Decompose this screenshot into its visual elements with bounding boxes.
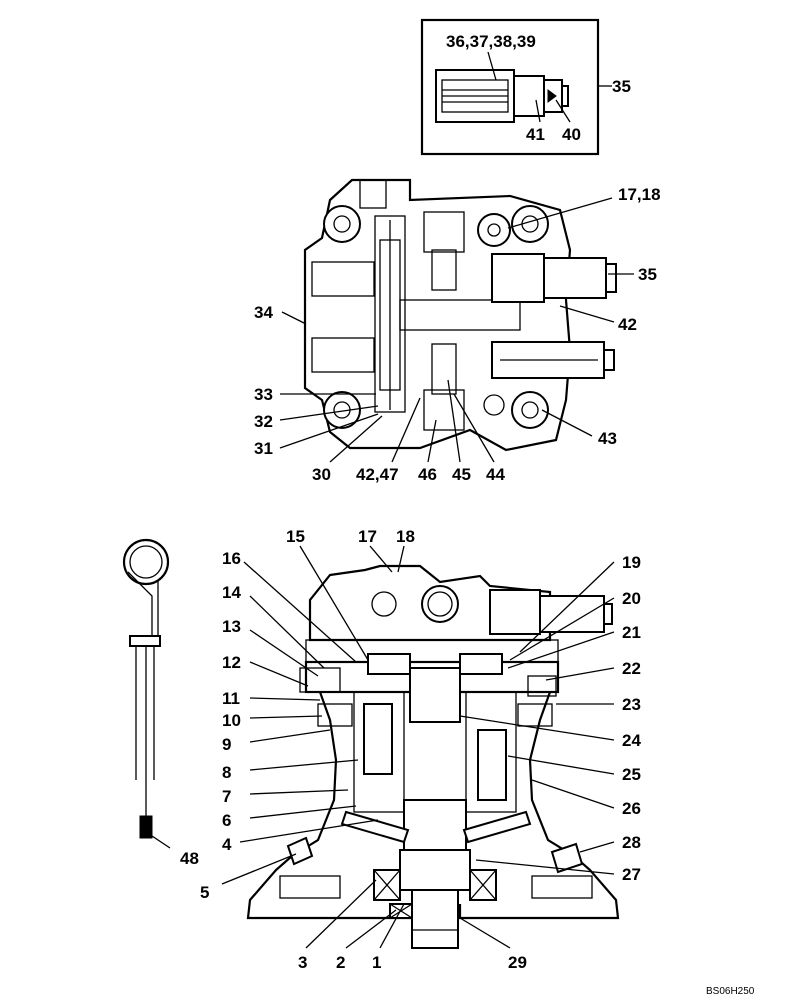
label-33: 33 [254, 385, 273, 404]
label-48: 48 [180, 849, 199, 868]
label-3: 3 [298, 953, 307, 972]
label-14: 14 [222, 583, 241, 602]
label-25: 25 [622, 765, 641, 784]
label-26: 26 [622, 799, 641, 818]
label-17-18: 17,18 [618, 185, 661, 204]
label-27: 27 [622, 865, 641, 884]
callout-labels: 36,37,38,39 35 41 40 17,18 35 42 34 33 3… [180, 32, 755, 997]
label-9: 9 [222, 735, 231, 754]
label-34: 34 [254, 303, 273, 322]
label-43: 43 [598, 429, 617, 448]
top-view-valve-block [303, 178, 617, 452]
label-40: 40 [562, 125, 581, 144]
label-24: 24 [622, 731, 641, 750]
label-13: 13 [222, 617, 241, 636]
label-42: 42 [618, 315, 637, 334]
dipstick [122, 538, 170, 839]
label-2: 2 [336, 953, 345, 972]
label-1: 1 [372, 953, 381, 972]
label-29: 29 [508, 953, 527, 972]
label-15: 15 [286, 527, 305, 546]
label-35-top: 35 [638, 265, 657, 284]
label-31: 31 [254, 439, 273, 458]
label-16: 16 [222, 549, 241, 568]
label-35-inset: 35 [612, 77, 631, 96]
label-20: 20 [622, 589, 641, 608]
label-11: 11 [222, 689, 240, 708]
label-8: 8 [222, 763, 231, 782]
label-45: 45 [452, 465, 471, 484]
label-19: 19 [622, 553, 641, 572]
drawing-code: BS06H250 [706, 986, 755, 997]
leader-lines [151, 51, 634, 949]
label-36-39: 36,37,38,39 [446, 32, 536, 51]
label-42-47: 42,47 [356, 465, 399, 484]
label-44: 44 [486, 465, 505, 484]
motor-cross-section [246, 564, 620, 949]
label-22: 22 [622, 659, 641, 678]
label-4: 4 [222, 835, 232, 854]
label-28: 28 [622, 833, 641, 852]
inset-valve-detail [420, 18, 600, 156]
label-46: 46 [418, 465, 437, 484]
label-10: 10 [222, 711, 241, 730]
label-41: 41 [526, 125, 545, 144]
label-5: 5 [200, 883, 209, 902]
label-21: 21 [622, 623, 641, 642]
label-32: 32 [254, 412, 273, 431]
label-6: 6 [222, 811, 231, 830]
label-18: 18 [396, 527, 415, 546]
label-12: 12 [222, 653, 241, 672]
label-30: 30 [312, 465, 331, 484]
label-7: 7 [222, 787, 231, 806]
label-23: 23 [622, 695, 641, 714]
label-17: 17 [358, 527, 377, 546]
